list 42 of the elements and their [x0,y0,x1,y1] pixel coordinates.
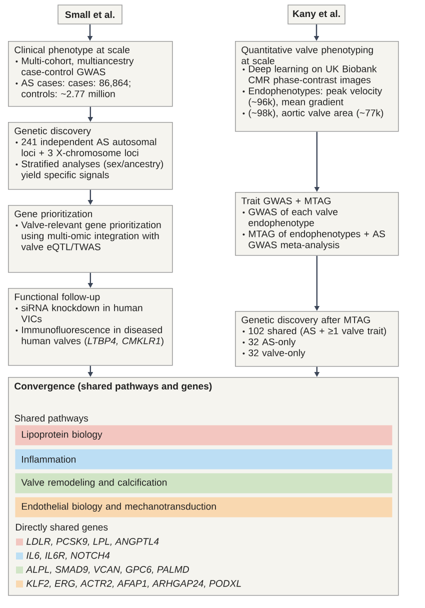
box-heading: Clinical phenotype at scale [14,46,130,56]
bullet-text: Immunofluorescence in diseased human valves (LTBP4, CMKLR1) [22,326,164,346]
header-box: Kany et al. [288,4,346,24]
bullet-text: Multi-cohort, multiancestry case-control GWAS [22,57,134,76]
process-box [8,41,173,107]
legend-text: KLF2, ERG, ACTR2, AFAP1, ARHGAP24, PODXL [26,580,241,588]
legend-text: LDLR, PCSK9, LPL, ANGPTL4 [26,538,159,546]
header-box: Small et al. [58,4,122,24]
pathway-band: Lipoprotein biology [15,425,392,446]
bullet-text: Stratified analyses (sex/ancestry) yield specific signals [21,160,164,180]
process-box [235,311,399,367]
process-box [8,122,173,190]
legend-text: IL6, IL6R, NOTCH4 [26,552,110,560]
bullet-text: 241 independent AS autosomal loci + 3 X-chromosome loci [22,138,156,156]
process-box [235,192,399,256]
process-box [8,288,173,366]
bullet-text: Deep learning on UK Biobank CMR phase-contrast images [248,65,377,86]
pathway-band: Valve remodeling and calcification [15,473,392,494]
bullet-text: Endophenotypes: peak velocity (~96k), mean gradient [248,87,382,108]
pathway-band: Endothelial biology and mechanotransduction [15,497,392,518]
legend-text: ALPL, SMAD9, VCAN, GPC6, PALMD [26,566,189,574]
box-heading: Quantitative valve phenotyping at scale [242,46,373,64]
box-heading: Convergence (shared pathways and genes) [14,382,212,392]
bullet-text: 32 valve-only [248,349,306,358]
bullet-text: MTAG of endophenotypes + AS GWAS meta-analysis [248,230,385,250]
section-label: Directly shared genes [16,524,108,532]
process-box [235,41,399,132]
section-label: Shared pathways [14,414,88,424]
process-box [8,205,173,273]
box-heading: Functional follow-up [14,293,100,302]
box-heading: Gene prioritization [14,210,92,220]
pathway-band: Inflammation [15,449,392,470]
bullet-text: 32 AS-only [248,338,296,348]
bullet-text: 102 shared (AS + ≥1 valve trait) [248,327,386,336]
bullet-text: siRNA knockdown in human VICs [21,304,142,322]
bullet-text: Valve-relevant gene prioritization using multi-omic integration with valve eQTL/TWAS [21,221,161,252]
box-heading: Genetic discovery after MTAG [242,316,370,326]
bullet-text: (~98k), aortic valve area (~77k) [248,109,384,118]
box-heading: Trait GWAS + MTAG [241,197,331,204]
box-heading: Genetic discovery [14,127,91,136]
bullet-text: GWAS of each valve endophenotype [248,208,338,228]
bullet-text: AS cases: cases: 86,864; controls: ~2.77 million [21,79,130,98]
